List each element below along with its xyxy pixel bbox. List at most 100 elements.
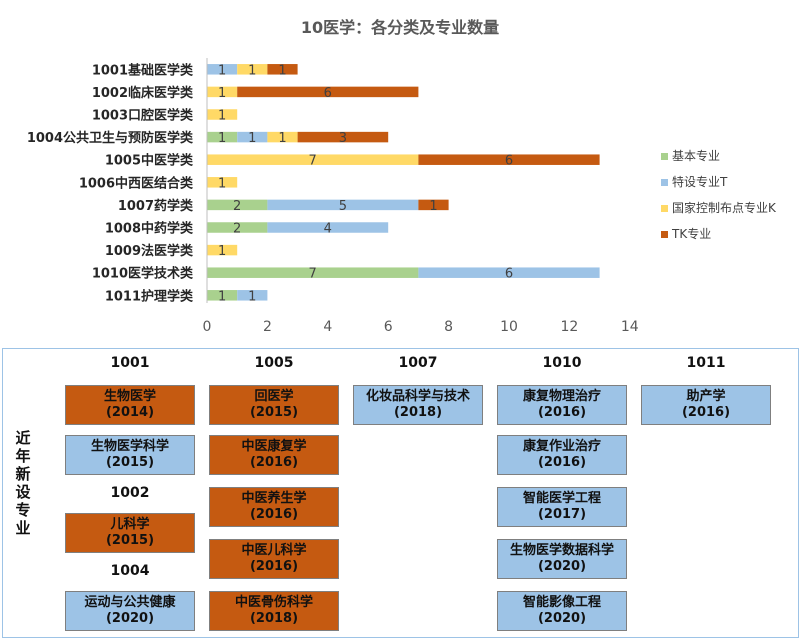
major-box: 生物医学 (2014) xyxy=(65,385,195,425)
bar-data-label: 6 xyxy=(505,154,513,169)
bar-segment xyxy=(237,290,268,301)
category-label: 1009法医学类 xyxy=(105,243,194,259)
bar-segment xyxy=(267,199,419,211)
major-year: (2016) xyxy=(681,405,731,420)
major-year: (2020) xyxy=(537,611,587,626)
category-label: 1006中西医结合类 xyxy=(79,175,194,191)
bar-segment xyxy=(418,199,449,211)
bar-data-label: 1 xyxy=(218,109,226,124)
category-label: 1010医学技术类 xyxy=(92,266,194,282)
new-majors-side-label: 近年新设专业 xyxy=(15,429,31,537)
major-box: 智能影像工程 (2020) xyxy=(497,591,627,631)
bar-data-label: 5 xyxy=(339,199,347,214)
major-box: 中医儿科学 (2016) xyxy=(209,539,339,579)
x-tick-label: 10 xyxy=(500,319,518,335)
major-name: 中医骨伤科学 xyxy=(234,595,313,610)
major-box: 中医康复学 (2016) xyxy=(209,435,339,475)
bar-segment xyxy=(207,64,238,75)
major-name: 中医儿科学 xyxy=(241,543,307,558)
bar-segment xyxy=(207,109,238,120)
bar-data-label: 1 xyxy=(218,63,226,78)
bar-data-label: 1 xyxy=(218,244,226,259)
major-year: (2020) xyxy=(105,611,155,626)
column-head-1001: 1001 xyxy=(110,355,150,371)
bar-segment xyxy=(297,131,389,143)
bar-data-label: 1 xyxy=(218,131,226,146)
major-name: 智能影像工程 xyxy=(522,595,601,610)
major-box: 中医养生学 (2016) xyxy=(209,487,339,527)
bar-segment xyxy=(207,177,238,188)
bar-segment xyxy=(237,131,268,143)
major-name: 智能医学工程 xyxy=(522,491,601,506)
category-labels: 1001基础医学类 1002临床医学类 1003口腔医学类 1004公共卫生与预防医学… xyxy=(27,62,194,304)
legend-swatch xyxy=(661,153,668,160)
x-tick-label: 6 xyxy=(384,319,393,335)
x-tick-label: 0 xyxy=(203,319,212,335)
bar-segment xyxy=(207,86,238,98)
major-box: 中医骨伤科学 (2018) xyxy=(209,591,339,631)
major-box: 助产学 (2016) xyxy=(641,385,771,425)
legend-entry: 基本专业 xyxy=(672,148,720,163)
category-label: 1004公共卫生与预防医学类 xyxy=(27,130,194,146)
bar-data-label: 4 xyxy=(324,222,332,237)
legend-entry: 特设专业T xyxy=(672,174,728,189)
column-head-1005: 1005 xyxy=(254,355,294,371)
major-box: 儿科学 (2015) xyxy=(65,513,195,553)
category-label: 1008中药学类 xyxy=(105,221,194,237)
x-tick-label: 14 xyxy=(621,319,639,335)
major-name: 儿科学 xyxy=(110,517,150,532)
x-tick-label: 8 xyxy=(444,319,453,335)
major-name: 运动与公共健康 xyxy=(84,595,176,610)
bar-data-label: 2 xyxy=(233,222,241,237)
column-head-1010: 1010 xyxy=(542,355,582,371)
major-name: 生物医学科学 xyxy=(90,439,169,454)
major-year: (2016) xyxy=(537,455,587,470)
major-name: 化妆品科学与技术 xyxy=(365,389,470,404)
bar-segment xyxy=(207,222,268,233)
bar-data-label: 1 xyxy=(278,63,286,78)
major-box: 化妆品科学与技术 (2018) xyxy=(353,385,483,425)
bar-segment xyxy=(207,267,419,278)
category-label: 1011护理学类 xyxy=(105,288,194,304)
category-label: 1002临床医学类 xyxy=(92,85,194,101)
major-name: 康复作业治疗 xyxy=(522,439,601,454)
bar-data-label: 1 xyxy=(278,131,286,146)
major-year: (2015) xyxy=(105,455,155,470)
major-box: 康复作业治疗 (2016) xyxy=(497,435,627,475)
bar-data-label: 6 xyxy=(505,267,513,282)
bar-data-label: 7 xyxy=(309,154,317,169)
bar-segment xyxy=(418,154,600,165)
major-box: 生物医学科学 (2015) xyxy=(65,435,195,475)
major-year: (2016) xyxy=(249,507,299,522)
major-year: (2014) xyxy=(105,405,155,420)
bar-data-label: 7 xyxy=(309,267,317,282)
bar-segment xyxy=(237,64,268,75)
major-year: (2016) xyxy=(249,455,299,470)
bar-data-label: 1 xyxy=(218,176,226,191)
major-name: 回医学 xyxy=(254,389,294,404)
bar-segment xyxy=(418,267,600,278)
category-label: 1007药学类 xyxy=(118,198,194,214)
major-year: (2018) xyxy=(249,611,299,626)
bar-data-label: 1 xyxy=(248,289,256,304)
major-year: (2016) xyxy=(537,405,587,420)
legend-swatch xyxy=(661,231,668,238)
x-tick-label: 4 xyxy=(323,319,332,335)
bar-segment xyxy=(207,290,238,301)
major-box: 回医学 (2015) xyxy=(209,385,339,425)
category-label: 1001基础医学类 xyxy=(92,62,194,78)
bar-data-label: 1 xyxy=(248,131,256,146)
bar-segment xyxy=(267,222,389,233)
major-name: 生物医学数据科学 xyxy=(509,543,614,558)
category-label: 1003口腔医学类 xyxy=(92,108,194,124)
major-box: 运动与公共健康 (2020) xyxy=(65,591,195,631)
major-name: 中医养生学 xyxy=(241,491,307,506)
column-head-1011: 1011 xyxy=(686,355,726,371)
major-year: (2015) xyxy=(105,533,155,548)
bar-segment xyxy=(207,154,419,165)
major-name: 生物医学 xyxy=(103,389,156,404)
bar-data-label: 1 xyxy=(429,199,437,214)
